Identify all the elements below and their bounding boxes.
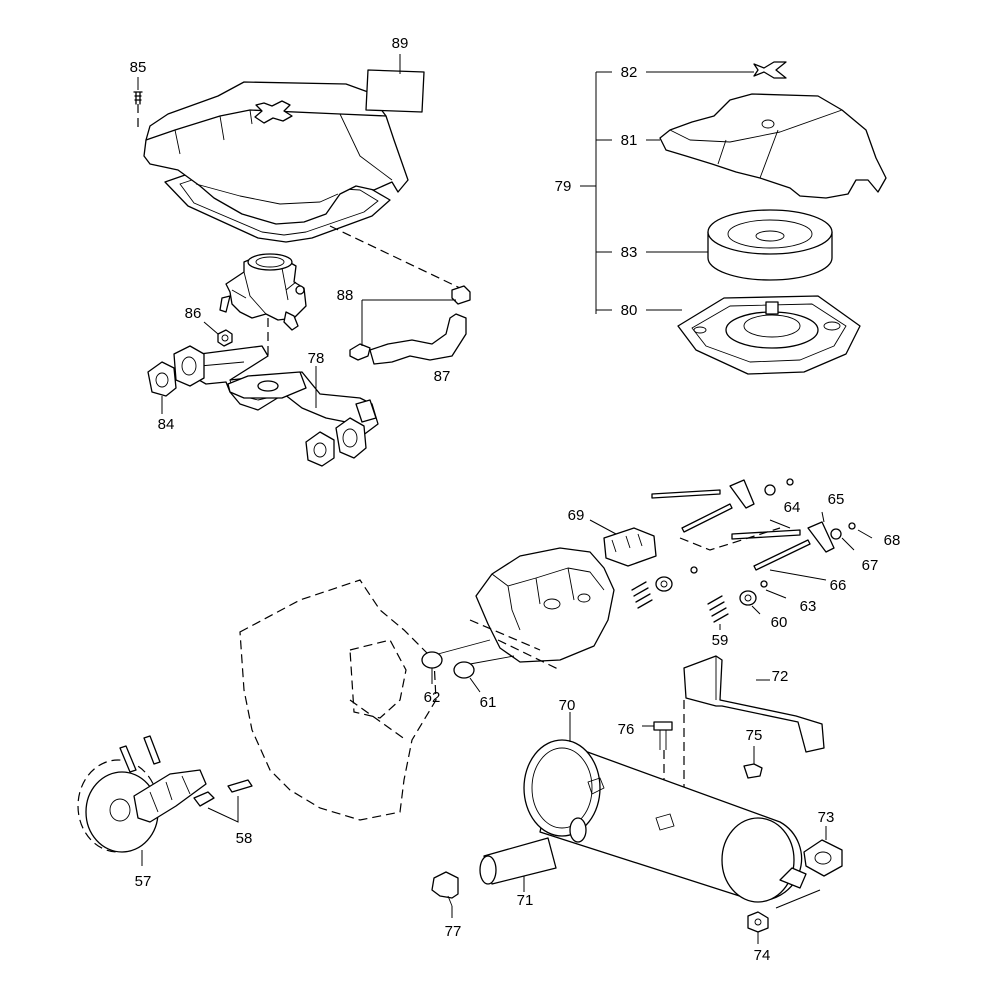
label-68: 68 — [884, 532, 901, 549]
valve-spring-2 — [707, 595, 729, 623]
cylinder-head-assembly — [239, 478, 873, 821]
label-76: 76 — [618, 721, 635, 738]
pin-58b — [227, 779, 253, 793]
rocker-arm-1 — [729, 479, 755, 509]
label-86: 86 — [185, 305, 202, 322]
label-65: 65 — [828, 491, 845, 508]
label-57: 57 — [135, 873, 152, 890]
label-66: 66 — [830, 577, 847, 594]
label-84: 84 — [158, 416, 175, 433]
valve-spring-1 — [631, 581, 653, 609]
label-71: 71 — [517, 892, 534, 909]
muffler-assembly — [431, 655, 843, 944]
camshaft-assembly — [77, 735, 253, 866]
label-89: 89 — [392, 35, 409, 52]
label-78: 78 — [308, 350, 325, 367]
label-58: 58 — [236, 830, 253, 847]
gasket-73 — [803, 839, 843, 877]
screw-85 — [133, 91, 143, 105]
nut-74 — [747, 911, 769, 933]
air-cleaner-assembly — [580, 61, 887, 375]
fuel-cap — [254, 100, 293, 124]
nut-86 — [217, 329, 233, 347]
label-69: 69 — [568, 507, 585, 524]
label-70: 70 — [559, 697, 576, 714]
label-79: 79 — [555, 178, 572, 195]
valve-61 — [453, 661, 475, 679]
label-77: 77 — [445, 923, 462, 940]
label-74: 74 — [754, 947, 771, 964]
label-88: 88 — [337, 287, 354, 304]
label-73: 73 — [818, 809, 835, 826]
rocker-arm-65 — [807, 521, 835, 553]
label-80: 80 — [621, 302, 638, 319]
label-59: 59 — [712, 632, 729, 649]
label-67: 67 — [862, 557, 879, 574]
push-rod-64 — [731, 529, 801, 540]
label-61: 61 — [480, 694, 497, 711]
label-85: 85 — [130, 59, 147, 76]
label-75: 75 — [746, 727, 763, 744]
bolt-75 — [743, 763, 763, 779]
clamp-77 — [431, 871, 459, 899]
carburetor-assembly — [147, 253, 471, 467]
part-labels: 85 89 82 81 79 83 80 86 88 78 87 84 69 6… — [130, 35, 901, 964]
label-63: 63 — [800, 598, 817, 615]
label-plate — [365, 69, 425, 113]
label-62: 62 — [424, 689, 441, 706]
push-rod-1 — [651, 489, 721, 499]
label-64: 64 — [784, 499, 801, 516]
label-87: 87 — [434, 368, 451, 385]
hose-clip — [349, 343, 371, 361]
label-72: 72 — [772, 668, 789, 685]
fuel-hose — [369, 313, 467, 365]
gasket-84 — [147, 361, 177, 397]
fuel-tank-assembly — [133, 54, 461, 289]
cylinder-head — [475, 547, 615, 663]
bolt-76 — [653, 721, 673, 731]
pin-58a — [193, 791, 215, 807]
muffler-bracket — [683, 655, 825, 753]
label-60: 60 — [771, 614, 788, 631]
valve-62 — [421, 651, 443, 669]
label-81: 81 — [621, 132, 638, 149]
label-83: 83 — [621, 244, 638, 261]
camshaft — [133, 769, 207, 823]
fuel-cock — [451, 285, 471, 305]
air-cleaner-cover — [659, 93, 887, 199]
wing-nut — [753, 61, 787, 79]
label-82: 82 — [621, 64, 638, 81]
